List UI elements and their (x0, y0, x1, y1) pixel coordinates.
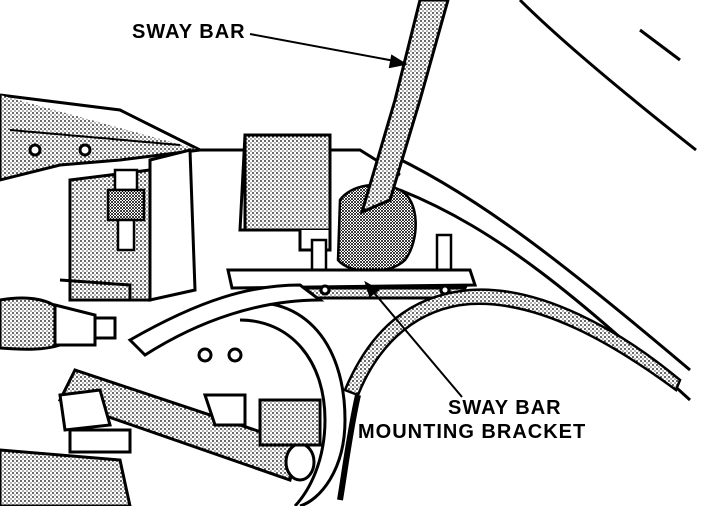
frame-rail (68, 148, 197, 302)
frame-panel (0, 93, 401, 182)
caliper (202, 393, 322, 447)
lower-linkage (0, 388, 132, 506)
bracket-bolts (310, 233, 453, 274)
sway-bar-arm (57, 283, 325, 482)
sway-bar (359, 0, 450, 215)
bracket-label-line1: SWAY BAR (448, 397, 562, 419)
hose-fitting (0, 278, 132, 351)
mount-block (238, 133, 332, 252)
leader-lines (249, 33, 463, 398)
brake-drum (197, 300, 347, 506)
brake-line (337, 288, 682, 501)
sway-bar-label: SWAY BAR (132, 21, 246, 43)
bracket-label-line2: MOUNTING BRACKET (358, 421, 587, 443)
shock-bolt (106, 168, 146, 252)
